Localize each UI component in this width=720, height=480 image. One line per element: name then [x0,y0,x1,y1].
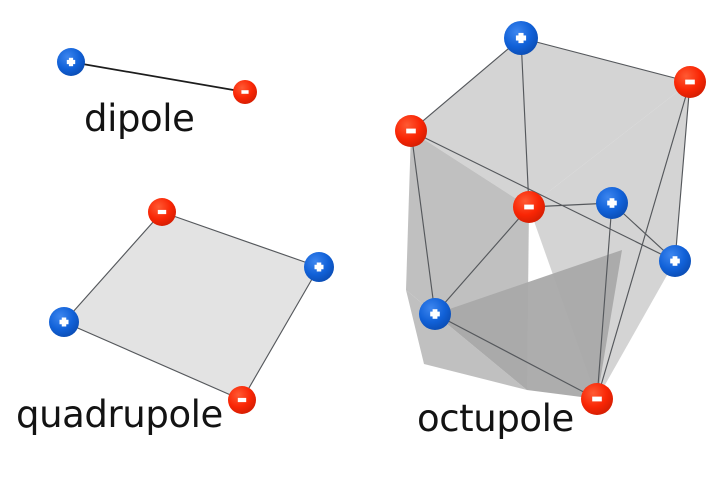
octupole-edge-10 [596,202,613,400]
octupole-edge-8 [434,206,530,315]
octupole-edge-11 [434,313,598,400]
quadrupole-charge-positive-q1[interactable] [304,252,334,282]
quadrupole-edge-2 [63,321,243,401]
rods-layer [70,61,246,93]
octupole-charge-negative-o1[interactable] [674,66,706,98]
quadrupole-edge-3 [63,211,163,323]
quadrupole-quad-plane [64,212,319,400]
charges-layer [49,21,706,415]
octupole-charge-negative-o6[interactable] [581,383,613,415]
dipole-charge-negative-d1[interactable] [233,80,257,104]
quadrupole-edge-0 [161,211,320,268]
octupole-charge-positive-o7[interactable] [596,187,628,219]
octupole-edge-5 [596,81,691,400]
octupole-charge-negative-o5[interactable] [513,191,545,223]
octupole-edge-3 [410,37,522,132]
quadrupole-charge-negative-q2[interactable] [228,386,256,414]
octupole-edge-6 [410,130,436,315]
quadrupole-edge-1 [241,266,320,401]
dipole-charge-positive-d0[interactable] [57,48,85,76]
quadrupole-charge-positive-q3[interactable] [49,307,79,337]
quadrupole-charge-negative-q0[interactable] [148,198,176,226]
octupole-label: octupole [417,397,574,440]
octupole-charge-positive-o0[interactable] [504,21,538,55]
octupole-edge-0 [520,37,691,83]
octupole-cube-front [435,250,622,399]
dipole-label: dipole [84,97,195,140]
octupole-charge-negative-o3[interactable] [395,115,427,147]
dipole-rod-0 [70,61,246,93]
labels-layer: dipole quadrupole octupole [16,97,574,440]
octupole-charge-positive-o4[interactable] [419,298,451,330]
octupole-charge-positive-o2[interactable] [659,245,691,277]
octupole-edge-2 [410,130,676,262]
octupole-edge-4 [520,37,530,208]
octupole-edge-1 [674,81,691,262]
quadrupole-label: quadrupole [16,393,223,436]
octupole-cube-front-left [406,290,527,390]
